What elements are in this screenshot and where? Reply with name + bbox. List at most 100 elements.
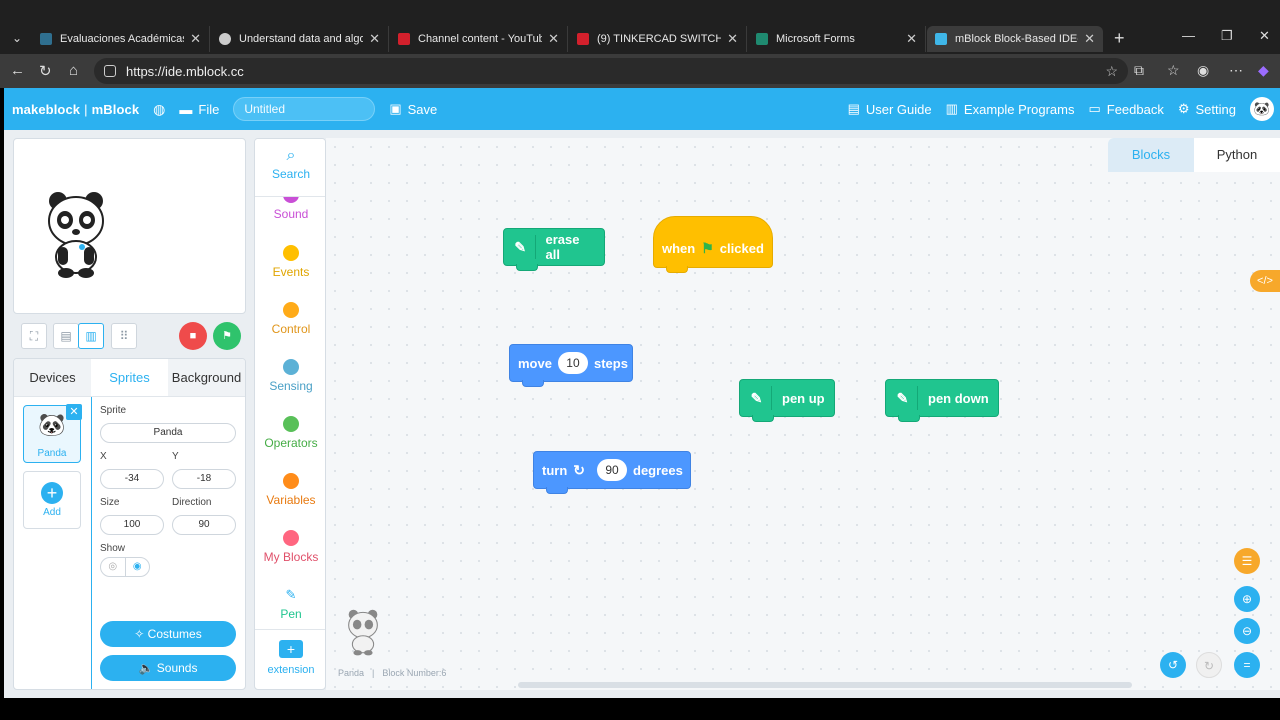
sprite-name-field[interactable]: Panda [100,423,236,443]
home-icon[interactable]: ⌂ [69,62,79,79]
erase-all-block[interactable]: ✎ erase all [503,228,605,271]
small-stage-icon[interactable]: ▤ [53,323,79,349]
more-menu-icon[interactable]: ⋯ [1229,62,1243,78]
pen-up-block[interactable]: ✎ pen up [739,379,835,422]
book-icon: ▥ [945,101,958,116]
file-menu-button[interactable]: ▬ File [179,101,220,117]
close-window-icon[interactable]: ✕ [1259,28,1270,43]
sprite-label: Sprite [100,405,127,416]
zoom-in-icon[interactable]: ⊕ [1234,586,1260,612]
when-flag-clicked-block[interactable]: when ⚑ clicked [653,216,773,273]
browser-tab-active[interactable]: mBlock Block-Based IDE- Cod ✕ [927,26,1103,52]
turn-degrees-block[interactable]: turn ↻ 90 degrees [533,451,691,494]
direction-field[interactable]: 90 [172,515,236,535]
tab-background[interactable]: Background [171,370,242,385]
normal-stage-icon[interactable]: ▥ [78,323,104,349]
language-globe-icon[interactable]: ◍ [153,100,166,117]
horizontal-scrollbar[interactable] [518,682,1132,688]
move-steps-block[interactable]: move 10 steps [509,344,633,387]
site-info-icon[interactable] [104,65,116,77]
undo-icon[interactable]: ↺ [1160,652,1186,678]
feedback-chat-icon: ▭ [1088,101,1101,116]
category-operators[interactable]: Operators [255,416,325,450]
grid-view-icon[interactable]: ⠿ [111,323,137,349]
favorites-icon[interactable]: ☆ [1167,62,1180,78]
setting-button[interactable]: ⚙ Setting [1177,101,1236,117]
sounds-button[interactable]: 🔈 Sounds [100,655,236,681]
current-sprite-icon [348,609,378,656]
copilot-icon[interactable]: ◆ [1258,62,1269,78]
profile-icon[interactable]: ◉ [1197,62,1210,78]
user-avatar[interactable]: 🐼 [1250,97,1274,121]
reset-zoom-icon[interactable]: = [1234,652,1260,678]
tab-sprites[interactable]: Sprites [91,359,168,396]
maximize-icon[interactable]: ❐ [1221,28,1233,43]
close-tab-icon[interactable]: ✕ [369,31,380,46]
reload-icon[interactable]: ↻ [39,63,52,80]
hide-eye-icon[interactable]: ◎ [108,561,118,572]
category-my-blocks[interactable]: My Blocks [255,530,325,564]
x-field[interactable]: -34 [100,469,164,489]
zoom-out-icon[interactable]: ⊖ [1234,618,1260,644]
y-field[interactable]: -18 [172,469,236,489]
feedback-button[interactable]: ▭ Feedback [1088,101,1164,117]
url-input[interactable]: https://ide.mblock.cc ☆ [94,58,1128,84]
category-sensing[interactable]: Sensing [255,359,325,393]
y-label: Y [172,451,179,462]
steps-input[interactable]: 10 [557,352,588,374]
close-tab-icon[interactable]: ✕ [1084,31,1095,46]
tab-python[interactable]: Python [1194,138,1280,172]
plus-icon: + [41,482,63,504]
stop-icon[interactable]: ■ [179,322,207,350]
script-workspace[interactable]: Blocks Python </> ✎ erase all when ⚑ cli… [326,138,1280,690]
close-tab-icon[interactable]: ✕ [548,31,559,46]
panda-sprite[interactable] [44,189,108,279]
browser-tab[interactable]: Microsoft Forms ✕ [748,26,926,52]
minimize-icon[interactable]: — [1182,28,1195,43]
category-pen[interactable]: ✎ Pen [255,587,325,621]
close-tab-icon[interactable]: ✕ [190,31,201,46]
forms-icon [756,33,768,45]
add-sprite-button[interactable]: + Add [23,471,81,529]
close-tab-icon[interactable]: ✕ [727,31,738,46]
extension-button[interactable]: + extension [255,629,325,689]
costumes-button[interactable]: ✧ Costumes [100,621,236,647]
redo-icon[interactable]: ↻ [1196,652,1222,678]
new-tab-icon[interactable]: + [1114,28,1125,48]
degrees-input[interactable]: 90 [597,459,628,481]
tab-devices[interactable]: Devices [29,370,76,385]
close-tab-icon[interactable]: ✕ [906,31,917,46]
search-icon: ⌕ [286,147,296,164]
category-control[interactable]: Control [255,302,325,336]
block-search-button[interactable]: ⌕ Search [255,139,325,197]
browser-tab[interactable]: Channel content - YouTube St ✕ [390,26,568,52]
category-events[interactable]: Events [255,245,325,279]
user-guide-button[interactable]: ▤ User Guide [847,101,932,117]
category-variables[interactable]: Variables [255,473,325,507]
project-title-input[interactable]: Untitled [233,97,376,121]
tab-list-dropdown-icon[interactable]: ⌄ [11,31,23,45]
show-eye-icon[interactable]: ◉ [124,558,150,576]
size-label: Size [100,497,120,508]
code-view-icon[interactable]: </> [1250,270,1280,292]
example-programs-button[interactable]: ▥ Example Programs [945,101,1075,117]
stage-canvas[interactable] [13,138,246,314]
tab-blocks[interactable]: Blocks [1108,138,1194,172]
block-categories: ⌕ Search Sound Events Control Sensing Op… [254,138,326,690]
pen-down-block[interactable]: ✎ pen down [885,379,999,422]
browser-tab[interactable]: (9) TINKERCAD SWITCH BUTT ✕ [569,26,747,52]
back-icon[interactable]: ← [10,62,25,79]
green-flag-icon[interactable]: ⚑ [213,322,241,350]
fullscreen-icon[interactable]: ⛶ [21,323,47,349]
favorite-star-icon[interactable]: ☆ [1105,62,1118,79]
browser-tab[interactable]: Understand data and algorith ✕ [211,26,389,52]
clean-up-icon[interactable]: ☰ [1234,548,1260,574]
pen-icon: ✎ [285,587,297,602]
save-button[interactable]: ▣ Save [389,101,438,117]
delete-sprite-icon[interactable]: ✕ [66,404,82,420]
size-field[interactable]: 100 [100,515,164,535]
browser-tab[interactable]: Evaluaciones Académicas - Co ✕ [32,26,210,52]
sprite-card-panda[interactable]: 🐼 Panda ✕ [23,404,82,463]
sensing-category-icon [283,359,299,375]
extensions-icon[interactable]: ⧉ [1134,62,1144,78]
